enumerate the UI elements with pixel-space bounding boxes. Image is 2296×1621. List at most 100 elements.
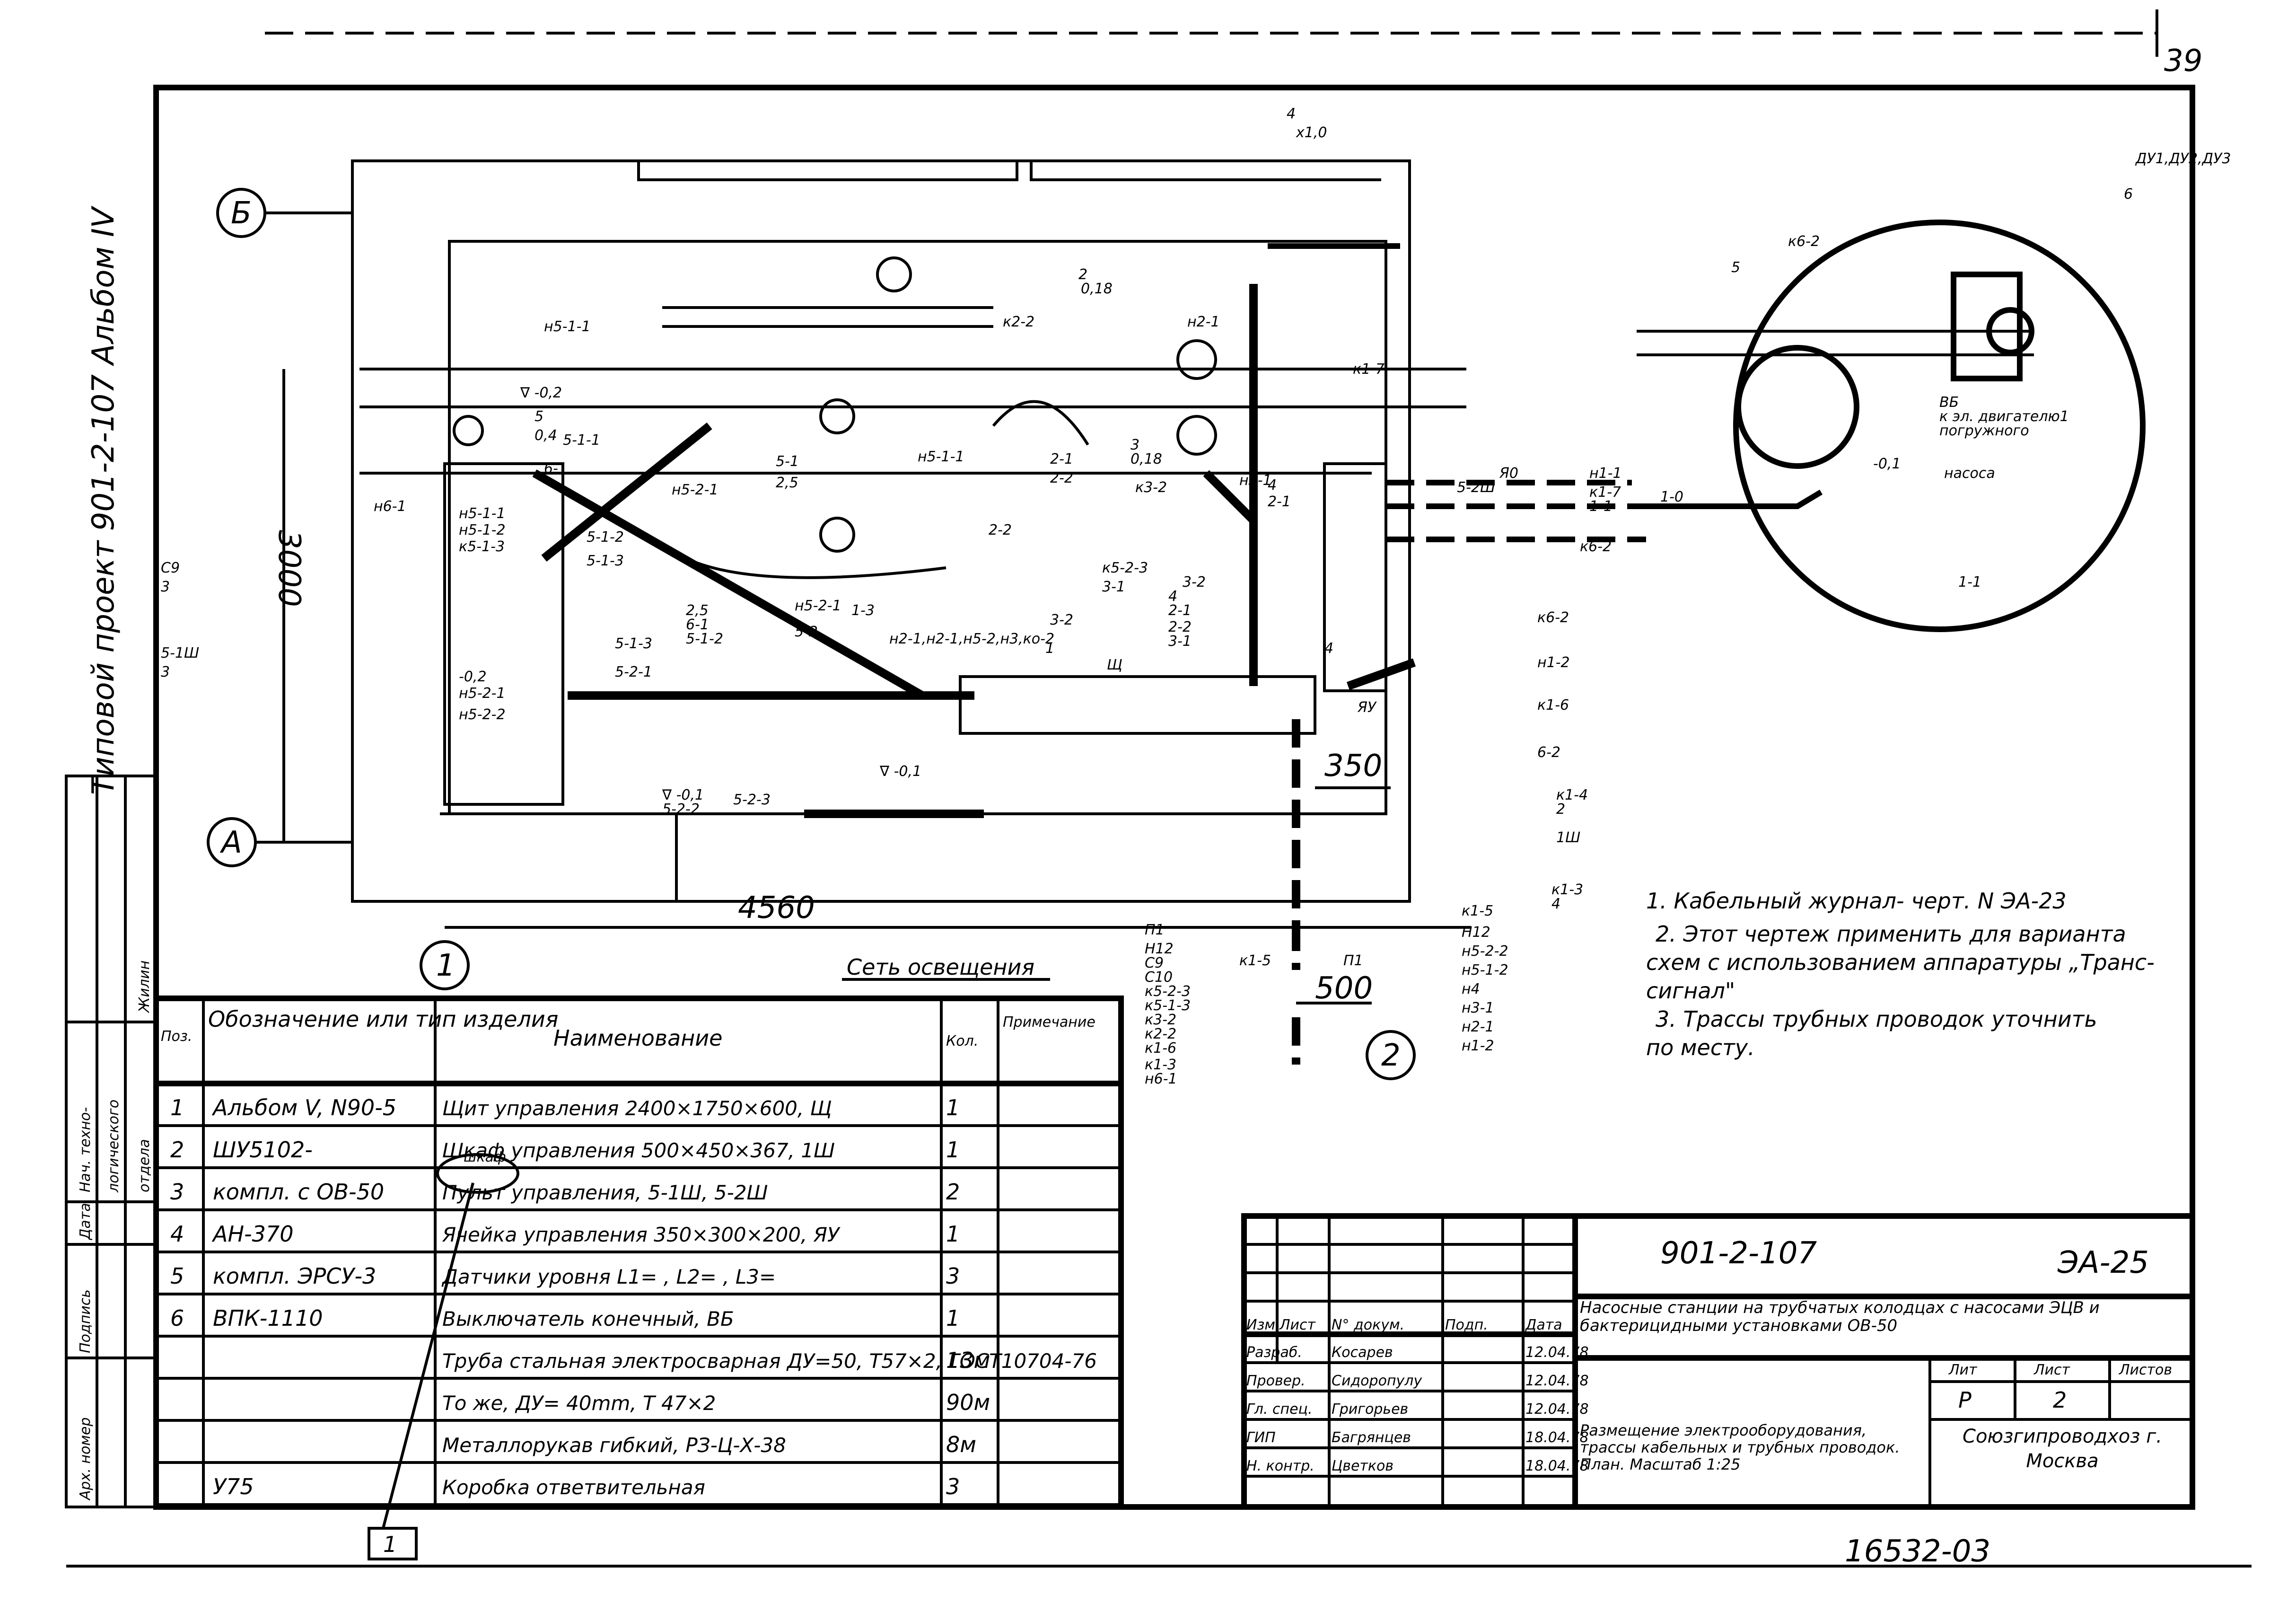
axis-1-label: 1 bbox=[436, 948, 456, 983]
plan-label: н5-2-1 bbox=[795, 598, 841, 614]
plan-label: 5-2-1 bbox=[615, 664, 652, 680]
dim-500: 500 bbox=[1315, 971, 1373, 1006]
plan-label: 5-1 bbox=[776, 453, 799, 470]
tb-sig-header: Дата bbox=[1525, 1317, 1562, 1333]
dim-3000: 3000 bbox=[272, 530, 307, 607]
plan-label: 6 bbox=[2124, 186, 2133, 203]
plan-label: 5-2 bbox=[795, 624, 818, 640]
spec-cell: 1 bbox=[170, 1095, 184, 1120]
plan-label: 1-0 bbox=[1660, 489, 1683, 505]
plan-label: 5-1-2 bbox=[587, 529, 624, 546]
spec-cell: 3 bbox=[170, 1179, 184, 1205]
title-block: 901-2-107 ЭА-25 Насосные станции на труб… bbox=[1241, 1213, 2195, 1510]
plan-label: -0,1 bbox=[1873, 456, 1901, 472]
plan-label: 2-2 bbox=[1168, 619, 1192, 635]
note-line-6: по месту. bbox=[1646, 1035, 1755, 1060]
plan-label: x1,0 bbox=[1296, 124, 1327, 141]
plan-label: н1-2 bbox=[1537, 654, 1570, 671]
tb-sig-cell: 12.04.78 bbox=[1525, 1344, 1589, 1361]
plan-label: 3 bbox=[161, 579, 170, 595]
well-detail bbox=[1733, 220, 2146, 632]
tb-stage-h2: Лист bbox=[2033, 1362, 2071, 1378]
tb-sig-cell: Цветков bbox=[1332, 1458, 1393, 1474]
plan-label: 2-2 bbox=[1050, 470, 1073, 486]
plan-label: 1-3 bbox=[851, 602, 875, 619]
tb-project-title: Насосные станции на трубчатых колодцах с… bbox=[1580, 1299, 2100, 1335]
plan-label: н5-2-1 bbox=[459, 685, 506, 702]
spec-table: Поз. Обозначение или тип изделия Наимено… bbox=[153, 996, 1124, 1510]
stamp-line-1: Нач. техно- bbox=[77, 1107, 94, 1192]
plan-label: 0,4 bbox=[535, 427, 557, 444]
plan-label: П1 bbox=[1343, 952, 1363, 969]
stamp-col-sign: Подпись bbox=[77, 1289, 94, 1353]
plan-label: Н12 bbox=[1462, 924, 1490, 941]
spec-cell: 2 bbox=[946, 1179, 960, 1205]
tb-stage-v2: 2 bbox=[2053, 1387, 2067, 1413]
plan-label: к5-1-3 bbox=[1145, 997, 1191, 1014]
spec-header-qty: Кол. bbox=[946, 1033, 978, 1049]
plan-label: 5-2-3 bbox=[733, 792, 771, 808]
plan-label: ДУ1,ДУ2,ДУ3 bbox=[2135, 150, 2231, 167]
spec-cell: У75 bbox=[213, 1474, 254, 1499]
callout-1-label: 1 bbox=[383, 1532, 397, 1557]
side-stamp: Нач. техно- логического отдела Жилин Арх… bbox=[65, 775, 158, 1508]
tb-sig-cell: 18.04.78 bbox=[1525, 1429, 1589, 1446]
spec-cell: 3 bbox=[946, 1474, 960, 1499]
tb-sig-cell: Н. контр. bbox=[1246, 1458, 1315, 1474]
plan-label: 4 bbox=[1287, 106, 1296, 122]
axis-2-label: 2 bbox=[1381, 1038, 1401, 1073]
axis-a-label: А bbox=[219, 825, 242, 860]
spec-header-name: Наименование bbox=[553, 1025, 722, 1051]
plan-label: к5-2-3 bbox=[1102, 560, 1148, 576]
plan-label: С9 bbox=[161, 560, 180, 576]
plan-label: н6-1 bbox=[374, 498, 406, 515]
plan-label: 5-1-2 bbox=[686, 631, 723, 647]
plan-label: н2-1,н2-1,н5-2,н3,ко-2 bbox=[889, 631, 1054, 647]
page-header: 39 bbox=[265, 9, 2202, 79]
spec-cell: Пульт управления, 5-1Ш, 5-2Ш bbox=[442, 1181, 768, 1204]
plan-label: н5-2-1 bbox=[672, 482, 719, 498]
plan-label: н3-1 bbox=[1239, 472, 1272, 489]
spec-cell: 90м bbox=[946, 1390, 990, 1415]
plan-label: н5-1-1 bbox=[544, 318, 591, 335]
plan-label: 2 bbox=[1078, 266, 1087, 283]
plan-label: ∇ -0,2 bbox=[520, 385, 562, 401]
plan-label: 5 bbox=[535, 408, 543, 425]
side-title: Типовой проект 901-2-107 Альбом IV bbox=[86, 205, 121, 795]
plan-label: 3-1 bbox=[1168, 633, 1192, 650]
spec-cell: 4 bbox=[170, 1221, 184, 1247]
plan-label: н6-1 bbox=[1145, 1071, 1177, 1087]
plan-label: 3-2 bbox=[1050, 612, 1073, 628]
spec-cell: 6 bbox=[170, 1305, 184, 1331]
plan-label: 5-2Ш bbox=[1457, 479, 1495, 496]
spec-cell: АН-370 bbox=[211, 1221, 293, 1247]
tb-sig-cell: 12.04.78 bbox=[1525, 1401, 1589, 1418]
note-line-2: 2. Этот чертеж применить для варианта bbox=[1656, 921, 2126, 947]
plan-label: 1 bbox=[1045, 640, 1054, 657]
plan-label: к1-6 bbox=[1145, 1040, 1176, 1057]
plan-label: к1-6 bbox=[1537, 697, 1569, 714]
spec-cell: 13м bbox=[946, 1348, 990, 1373]
plan-label: к6-2 bbox=[1788, 233, 1820, 250]
tb-sig-cell: Косарев bbox=[1332, 1344, 1393, 1361]
plan-label: -0,2 bbox=[459, 669, 487, 685]
plan-label: 2-1 bbox=[1268, 493, 1291, 510]
plan-label: 0,18 bbox=[1081, 281, 1113, 297]
spec-cell: 1 bbox=[946, 1305, 960, 1331]
plan-label: н5-1-2 bbox=[1462, 962, 1508, 978]
plan-label: 2,5 bbox=[686, 602, 709, 619]
plan-label: 5-2-2 bbox=[662, 801, 700, 818]
spec-cell: Выключатель конечный, ВБ bbox=[442, 1307, 734, 1330]
plan-label: к1-3 bbox=[1551, 881, 1583, 898]
dim-350: 350 bbox=[1324, 749, 1382, 784]
plan-label: 1-1 bbox=[1958, 574, 1981, 590]
plan-label: ВБ bbox=[1939, 394, 1959, 411]
spec-cell: 3 bbox=[946, 1263, 960, 1289]
plan-label: к3-2 bbox=[1135, 479, 1167, 496]
spec-cell: То же, ДУ= 40mm, Т 47×2 bbox=[442, 1392, 716, 1415]
plan-label: н1-1 bbox=[1589, 465, 1622, 482]
plan-label: к1-5 bbox=[1462, 903, 1493, 919]
plan-label: ∇ -0,1 bbox=[879, 763, 921, 780]
plan-label: 5-1-3 bbox=[615, 635, 652, 652]
